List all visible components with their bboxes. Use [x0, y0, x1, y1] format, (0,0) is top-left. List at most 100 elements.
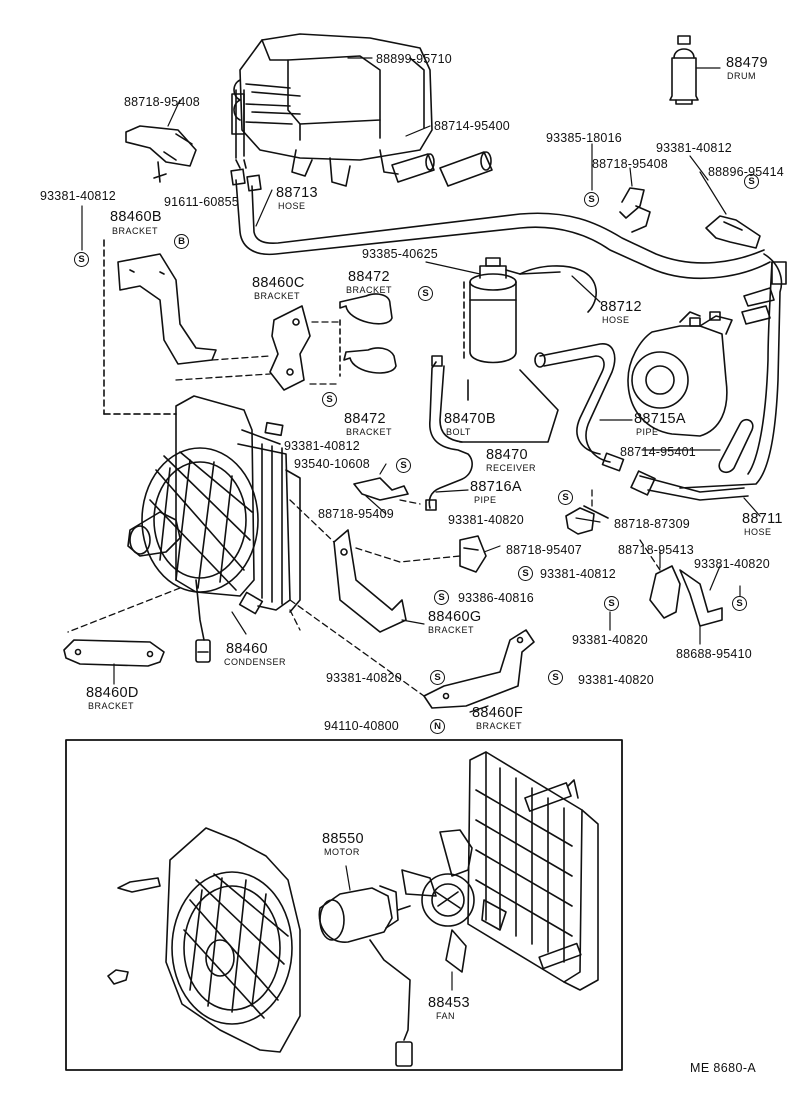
cooling-unit-drawing: [233, 33, 493, 187]
clamps-88472-drawing: [339, 293, 397, 377]
standard-part-symbol-10: S: [604, 596, 619, 611]
bracket-88460d-drawing: [63, 639, 165, 667]
label-93381-40820-a: 93381-40820: [448, 513, 524, 527]
standard-part-symbol-3: S: [74, 252, 89, 267]
label-88550: 88550: [322, 831, 364, 847]
compressor-drawing: [627, 311, 733, 437]
label-88460F-name: BRACKET: [476, 721, 523, 731]
condenser-drawing: [127, 395, 301, 663]
label-88472-bottom: 88472: [344, 411, 386, 427]
label-88460G: 88460G: [428, 609, 482, 625]
clamps-drawing: [125, 125, 761, 573]
label-93381-40820-d: 93381-40820: [326, 671, 402, 685]
label-88470B-name: BOLT: [446, 427, 471, 437]
label-93381-40820-e: 93381-40820: [578, 673, 654, 687]
label-91611-60855: 91611-60855: [164, 195, 239, 209]
label-88712-name: HOSE: [602, 315, 630, 325]
label-88460D-name: BRACKET: [88, 701, 135, 711]
label-93381-40812-lower: 93381-40812: [540, 567, 616, 581]
hose-88714-95401-drawing: [630, 418, 754, 501]
standard-part-symbol-5: S: [322, 392, 337, 407]
pipe-88715a-drawing: [534, 343, 625, 472]
label-93386-40816: 93386-40816: [458, 591, 534, 605]
label-88713-name: HOSE: [278, 201, 306, 211]
label-93381-40812-top: 93381-40812: [656, 141, 732, 155]
label-88479: 88479: [726, 55, 768, 71]
label-88715A: 88715A: [634, 411, 686, 427]
label-88460: 88460: [226, 641, 268, 657]
label-93381-40820-b: 93381-40820: [694, 557, 770, 571]
label-88718-95407: 88718-95407: [506, 543, 582, 557]
bracket-88460f-drawing: [423, 629, 535, 709]
label-88460C: 88460C: [252, 275, 305, 291]
label-93381-40812-left: 93381-40812: [40, 189, 116, 203]
inset-fan-drawing: [401, 829, 507, 973]
diagram-code: ME 8680-A: [690, 1061, 757, 1075]
label-93385-18016: 93385-18016: [546, 131, 622, 145]
bracket-88460g-drawing: [333, 529, 407, 633]
label-88718-95413: 88718-95413: [618, 543, 694, 557]
label-88714-95401: 88714-95401: [620, 445, 696, 459]
label-88712: 88712: [600, 299, 642, 315]
label-93540-10608: 93540-10608: [294, 457, 370, 471]
pipe-88716a-drawing: [425, 355, 473, 511]
label-88688-95410: 88688-95410: [676, 647, 752, 661]
standard-part-symbol-4: S: [418, 286, 433, 301]
label-93385-40625: 93385-40625: [362, 247, 438, 261]
assembly-dashed-lines: [67, 321, 661, 697]
label-88460-name: CONDENSER: [224, 657, 287, 667]
bracket-88688-drawing: [649, 565, 723, 627]
label-88896-95414: 88896-95414: [708, 165, 784, 179]
hose-88712-drawing: [519, 253, 787, 489]
bracket-88460c-drawing: [269, 305, 311, 391]
label-88472-bottom-name: BRACKET: [346, 427, 393, 437]
standard-part-symbol-2: S: [744, 174, 759, 189]
label-88460C-name: BRACKET: [254, 291, 301, 301]
label-88718-95409: 88718-95409: [318, 507, 394, 521]
inset-frame: [65, 739, 623, 1071]
label-88470-name: RECEIVER: [486, 463, 537, 473]
label-88470B: 88470B: [444, 411, 496, 427]
standard-part-symbol-7: S: [558, 490, 573, 505]
standard-part-symbol-9: S: [434, 590, 449, 605]
receiver-drawing: [459, 257, 561, 443]
label-88460D: 88460D: [86, 685, 139, 701]
label-88716A-name: PIPE: [474, 495, 497, 505]
bolt-symbol: B: [174, 234, 189, 249]
standard-part-symbol-6: S: [396, 458, 411, 473]
standard-part-symbol-1: S: [584, 192, 599, 207]
label-88899-95710: 88899-95710: [376, 52, 452, 66]
label-88470: 88470: [486, 447, 528, 463]
label-88716A: 88716A: [470, 479, 522, 495]
label-88711: 88711: [742, 511, 783, 527]
label-88718-87309: 88718-87309: [614, 517, 690, 531]
standard-part-symbol-12: S: [430, 670, 445, 685]
bracket-88460b-drawing: [103, 239, 217, 415]
nut-symbol: N: [430, 719, 445, 734]
label-94110-40800: 94110-40800: [324, 719, 399, 733]
label-88718-95408-top: 88718-95408: [124, 95, 200, 109]
standard-part-symbol-8: S: [518, 566, 533, 581]
label-93381-40812-mid: 93381-40812: [284, 439, 360, 453]
label-88479-name: DRUM: [727, 71, 756, 81]
label-88713: 88713: [276, 185, 318, 201]
label-93381-40820-c: 93381-40820: [572, 633, 648, 647]
label-88472-top: 88472: [348, 269, 390, 285]
label-88550-name: MOTOR: [324, 847, 360, 857]
drum-drawing: [669, 35, 699, 105]
inset-shroud-drawing: [107, 827, 301, 1053]
hose-88713-drawing: [230, 89, 771, 280]
standard-part-symbol-13: S: [548, 670, 563, 685]
label-88460F: 88460F: [472, 705, 523, 721]
label-88718-95408-right: 88718-95408: [592, 157, 668, 171]
standard-part-symbol-11: S: [732, 596, 747, 611]
label-88460B-name: BRACKET: [112, 226, 159, 236]
label-88472-top-name: BRACKET: [346, 285, 393, 295]
label-88460B: 88460B: [110, 209, 162, 225]
label-88453: 88453: [428, 995, 470, 1011]
inset-motor-drawing: [318, 885, 413, 1067]
label-88460G-name: BRACKET: [428, 625, 475, 635]
label-88715A-name: PIPE: [636, 427, 659, 437]
